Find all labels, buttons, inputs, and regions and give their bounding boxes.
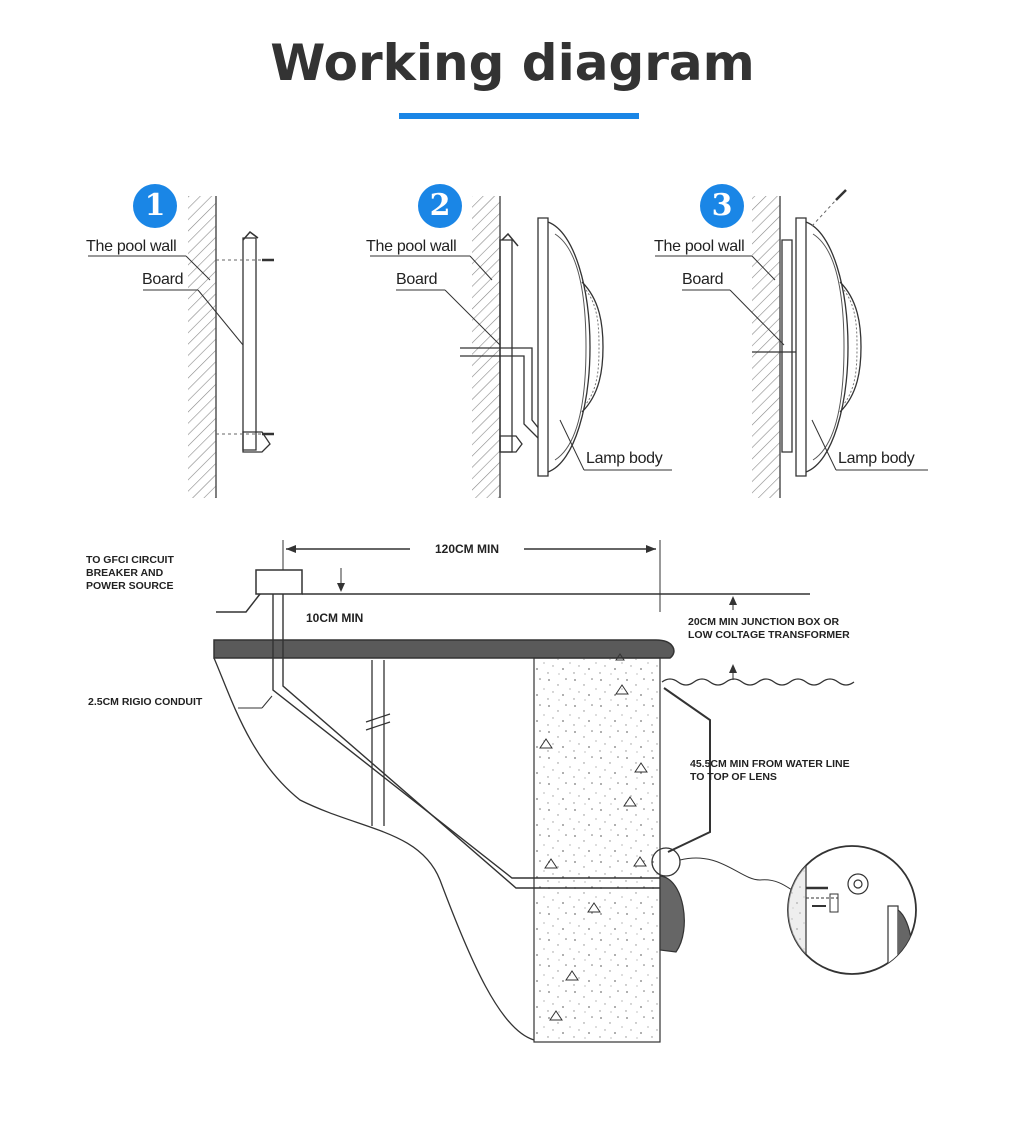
pool-wall-label: The pool wall: [654, 238, 744, 255]
lamp-body: [537, 217, 604, 477]
conduit-label: 2.5CM RIGIO CONDUIT: [88, 696, 203, 708]
mounting-board: [242, 237, 257, 451]
pool-wall-label: The pool wall: [366, 238, 456, 255]
junction-label-line1: 20CM MIN JUNCTION BOX OR: [688, 616, 840, 628]
gfci-label-line2: BREAKER AND: [86, 567, 164, 579]
pool-wall-label: The pool wall: [86, 238, 176, 255]
water-line: [661, 678, 855, 686]
distance-label: 120CM MIN: [435, 542, 499, 556]
step-2-badge: 2: [418, 184, 462, 228]
height-label: 10CM MIN: [306, 611, 363, 625]
mounting-board: [781, 239, 793, 453]
title-underline: [399, 113, 639, 119]
installation-diagram: 120CM MIN 10CM MIN: [86, 540, 917, 1043]
detail-magnifier: [787, 845, 917, 975]
board-label: Board: [682, 271, 723, 288]
lamp-body-label: Lamp body: [838, 450, 915, 467]
board-label: Board: [396, 271, 437, 288]
screw-icon: [835, 189, 847, 201]
pool-wall: [188, 196, 216, 498]
step-2-diagram: The pool wall Board Lamp body: [366, 196, 672, 498]
waterline-label-line1: 45.5CM MIN FROM WATER LINE: [690, 758, 850, 770]
conduit: [272, 594, 660, 879]
pool-deck: [213, 639, 675, 659]
waterline-label-line2: TO TOP OF LENS: [690, 771, 777, 783]
mounting-board: [499, 239, 513, 453]
detail-marker: [651, 847, 681, 877]
page-title: Working diagram: [270, 34, 755, 92]
pool-wall: [472, 196, 500, 498]
lamp-body-label: Lamp body: [586, 450, 663, 467]
junction-box: [255, 569, 303, 595]
lamp-section: [659, 875, 685, 953]
pool-wall: [752, 196, 780, 498]
gfci-label-line1: TO GFCI CIRCUIT: [86, 554, 174, 566]
step-3-diagram: The pool wall Board Lamp body: [654, 189, 928, 498]
step-1-badge: 1: [133, 184, 177, 228]
junction-label-line2: LOW COLTAGE TRANSFORMER: [688, 629, 850, 641]
board-label: Board: [142, 271, 183, 288]
step-3-badge: 3: [700, 184, 744, 228]
gfci-label-line3: POWER SOURCE: [86, 580, 174, 592]
lamp-body: [795, 217, 862, 477]
pool-wall-section: [533, 657, 661, 1043]
step-1-diagram: The pool wall Board: [86, 196, 274, 498]
